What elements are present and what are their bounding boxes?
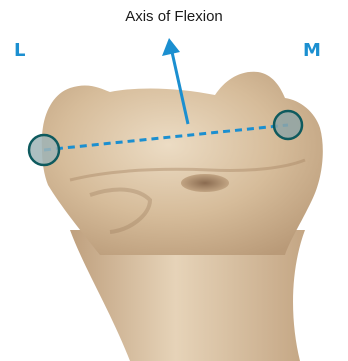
medial-landmark-circle <box>274 111 302 139</box>
medial-label: M <box>303 40 321 61</box>
lateral-landmark-circle <box>29 135 59 165</box>
flexion-axis-arrowhead <box>162 38 180 56</box>
axis-of-flexion-label: Axis of Flexion <box>0 8 348 25</box>
lateral-label: L <box>14 40 25 61</box>
bone-fossa <box>181 174 229 192</box>
